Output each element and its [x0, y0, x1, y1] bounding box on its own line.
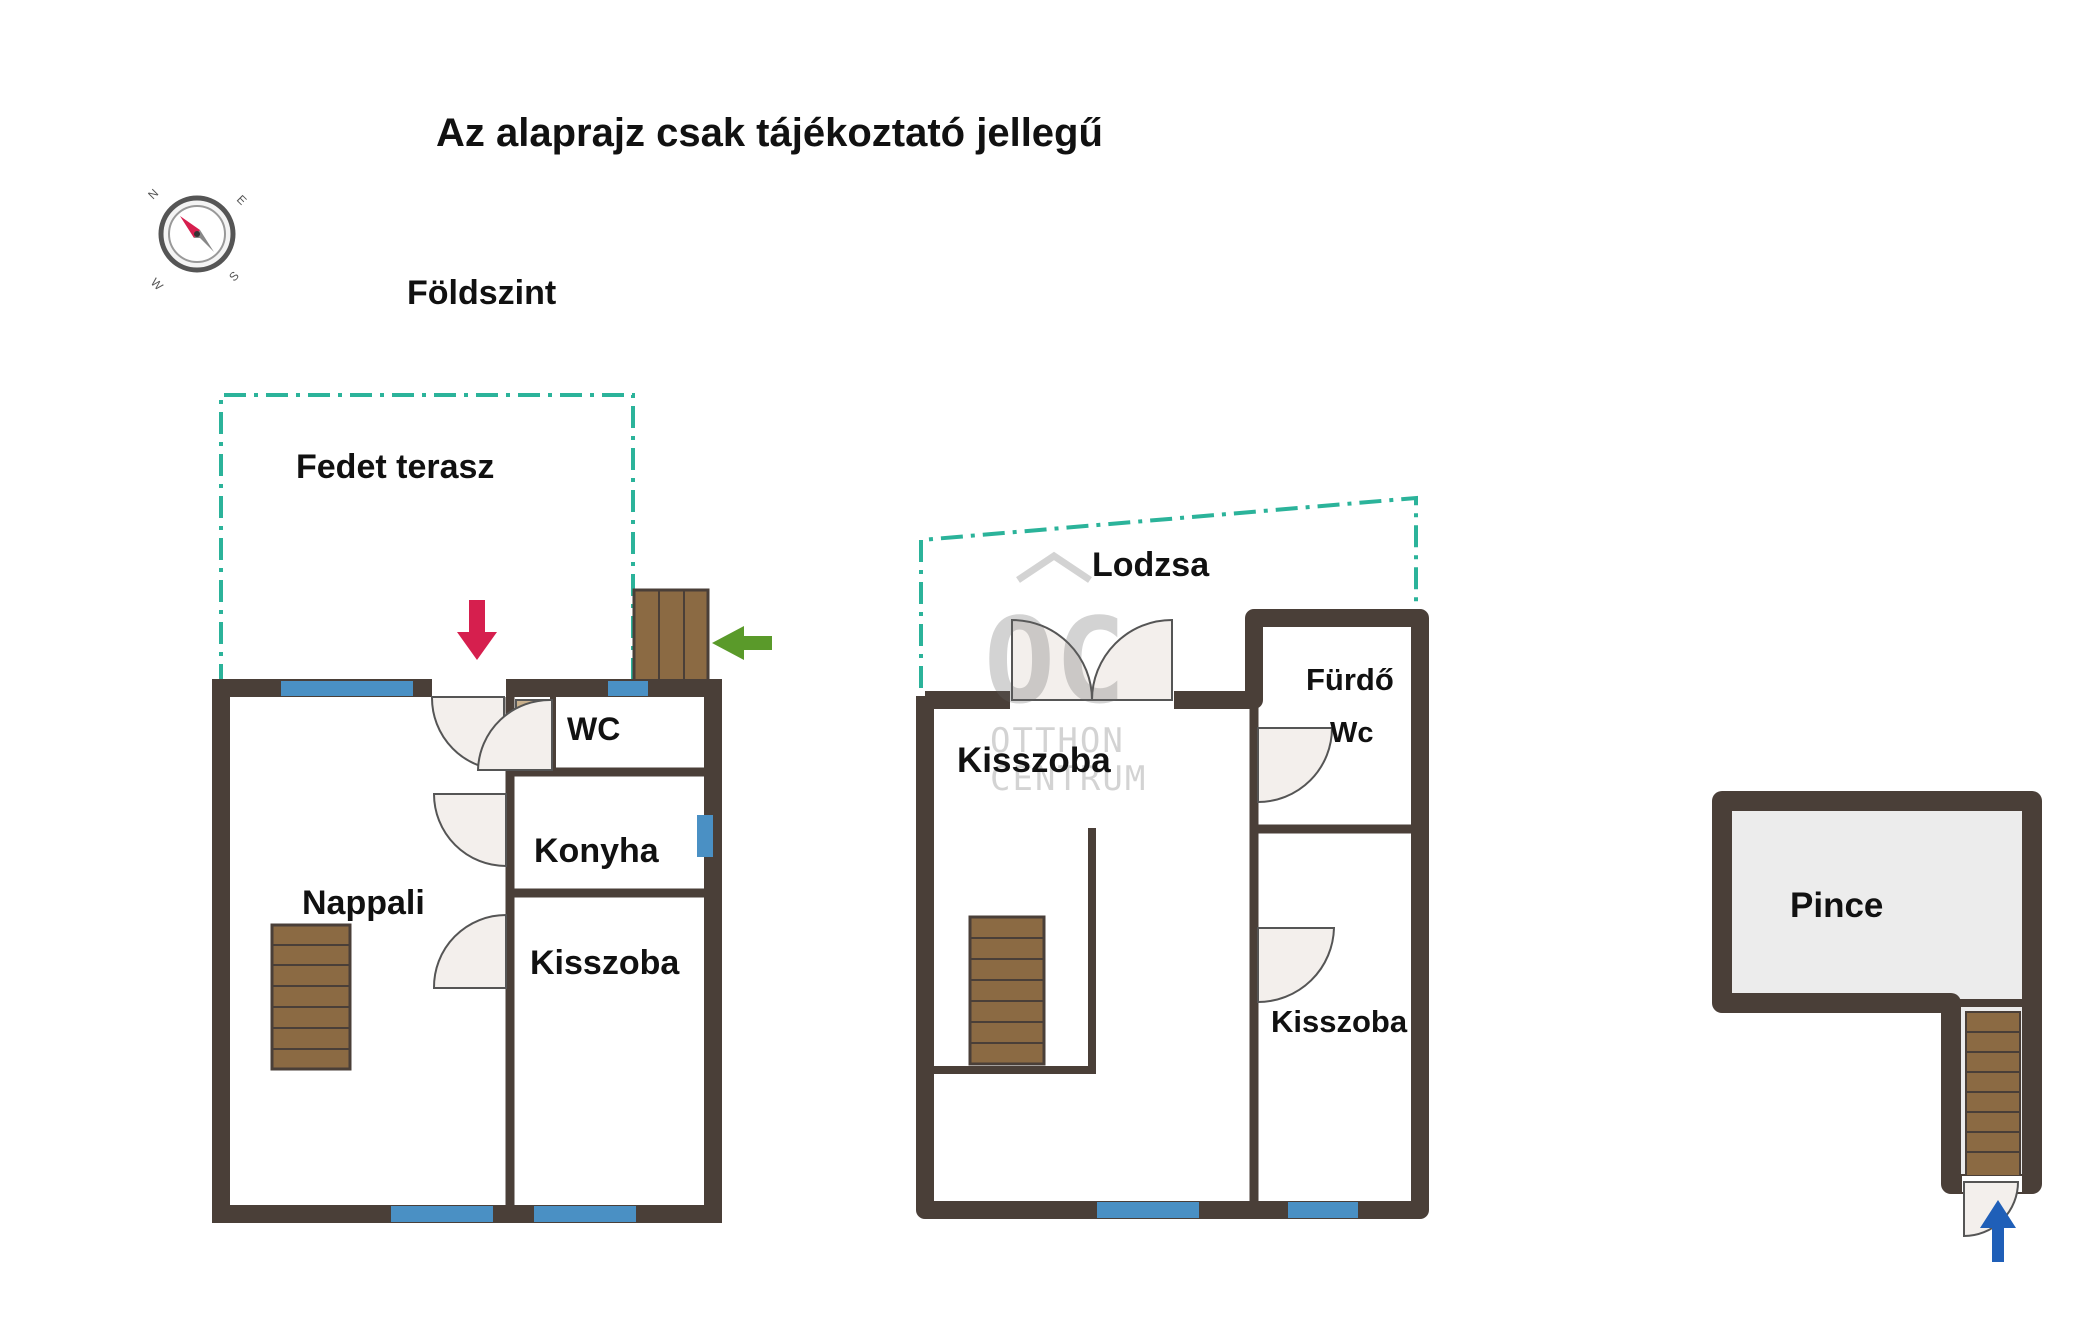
outdoor-stairs — [632, 588, 710, 684]
page-title: Az alaprajz csak tájékoztató jellegű — [436, 111, 1103, 155]
watermark-logo-text: OC — [984, 592, 1126, 730]
upper-floor: Lodzsa OC OTTHON — [916, 495, 1429, 1219]
door — [1257, 727, 1334, 804]
compass-s: S — [226, 269, 242, 285]
room-label-wc: WC — [567, 711, 620, 747]
door — [432, 913, 507, 989]
compass-icon: N E S W — [145, 186, 249, 294]
door — [1257, 927, 1336, 1004]
compass-n: N — [145, 186, 161, 202]
room-label-furdo: Fürdő — [1306, 662, 1394, 697]
window — [391, 1206, 493, 1222]
room-label-nappali: Nappali — [302, 884, 425, 922]
door — [1090, 618, 1173, 701]
ground-floor: Fedet terasz — [212, 393, 772, 1223]
indoor-stairs — [270, 923, 352, 1071]
room-label-kisszoba: Kisszoba — [530, 944, 680, 982]
door — [1011, 618, 1094, 701]
room-label-wc-upper: Wc — [1330, 717, 1374, 749]
cellar: Pince — [1712, 791, 2042, 1262]
room-label-pince: Pince — [1790, 886, 1883, 925]
indoor-stairs — [968, 915, 1046, 1066]
compass-e: E — [234, 192, 250, 208]
terrace-outline — [219, 393, 635, 686]
watermark-logo: OC OTTHON CENTRUM — [984, 551, 1147, 799]
watermark-line2: CENTRUM — [990, 759, 1147, 799]
window — [697, 815, 713, 857]
floor-label: Földszint — [407, 274, 556, 312]
compass-w: W — [148, 275, 166, 293]
window — [534, 1206, 636, 1222]
room-label-kisszoba-upper-right: Kisszoba — [1271, 1004, 1408, 1039]
room-label-kisszoba-upper-left: Kisszoba — [957, 741, 1111, 780]
entrance-arrow-blue-icon — [1980, 1200, 2016, 1262]
door — [476, 698, 553, 771]
room-label-lodzsa: Lodzsa — [1092, 546, 1210, 584]
door — [432, 793, 507, 868]
window — [281, 681, 413, 696]
lodzsa-outline — [919, 495, 1418, 688]
watermark-line1: OTTHON — [990, 721, 1125, 761]
room-label-fedet-terasz: Fedet terasz — [296, 448, 494, 486]
entrance-arrow-green-icon — [712, 626, 772, 660]
cellar-stairs — [1965, 1011, 2021, 1177]
room-label-konyha: Konyha — [534, 832, 660, 870]
window — [608, 681, 648, 696]
window — [1288, 1202, 1358, 1218]
entrance-arrow-red-icon — [457, 600, 497, 660]
window — [1097, 1202, 1199, 1218]
